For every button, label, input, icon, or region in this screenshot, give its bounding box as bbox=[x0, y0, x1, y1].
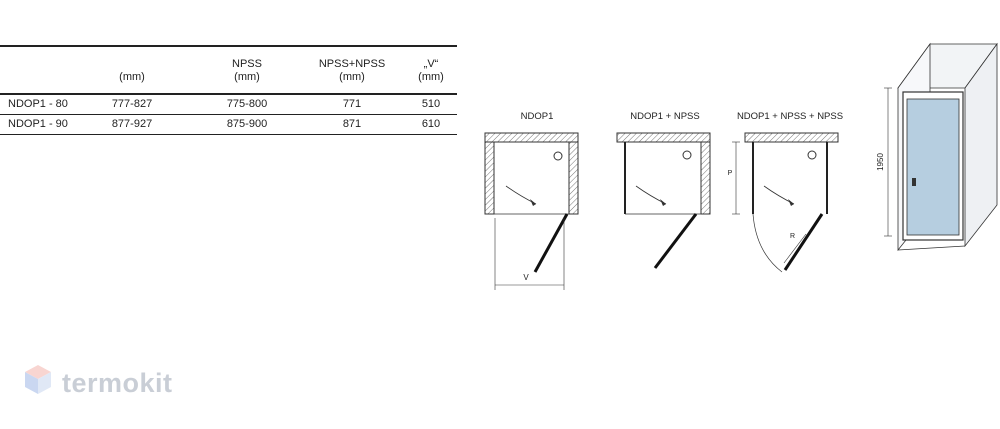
header-col-2-line1: NPSS bbox=[232, 58, 262, 70]
header-col-2: NPSS (mm) bbox=[222, 58, 272, 84]
table-row-rule bbox=[0, 114, 457, 115]
row-1-col-1: 777-827 bbox=[111, 98, 153, 110]
diagram-2-title: NDOP1 + NPSS bbox=[630, 111, 700, 122]
diagram-2-right-wall bbox=[700, 141, 711, 215]
diagram-3-drain-icon bbox=[807, 150, 817, 160]
header-col-4-line2: (mm) bbox=[418, 71, 444, 83]
diagram-1-door bbox=[533, 213, 569, 273]
header-col-4: „V“ (mm) bbox=[411, 58, 451, 84]
diagram-1-arrowhead bbox=[530, 199, 536, 206]
diagram-1-drain-icon bbox=[553, 151, 563, 161]
table-top-rule bbox=[0, 45, 457, 47]
header-col-1: (mm) bbox=[119, 71, 145, 83]
header-col-3-line2: (mm) bbox=[339, 71, 365, 83]
row-2-model: NDOP1 - 90 bbox=[8, 118, 68, 130]
diagram-3-dim-label: R bbox=[790, 233, 795, 240]
diagram-4-floor-edge bbox=[897, 245, 966, 251]
diagram-2-arrowhead bbox=[660, 199, 666, 206]
row-2-col-3: 871 bbox=[342, 118, 362, 130]
logo-cube-icon bbox=[25, 365, 51, 394]
diagram-2-plan: P bbox=[616, 132, 740, 269]
diagram-4-dim-label: 1950 bbox=[876, 153, 885, 171]
header-col-3-line1: NPSS+NPSS bbox=[318, 58, 386, 70]
row-1-col-2: 775-800 bbox=[226, 98, 268, 110]
row-2-col-4: 610 bbox=[421, 118, 441, 130]
header-col-3: NPSS+NPSS (mm) bbox=[312, 58, 392, 84]
diagram-3-plan: R bbox=[744, 132, 839, 273]
diagram-2-drain-icon bbox=[682, 150, 692, 160]
row-2-col-2: 875-900 bbox=[226, 118, 268, 130]
diagram-3-door bbox=[783, 213, 824, 271]
diagram-1-left-wall bbox=[484, 141, 495, 215]
diagram-2-door bbox=[653, 213, 698, 269]
diagram-3-radius-line bbox=[783, 233, 807, 264]
diagram-1-back-wall bbox=[484, 132, 579, 143]
diagram-4-right-wall bbox=[964, 42, 998, 248]
diagram-3-swing-arc bbox=[752, 213, 783, 273]
diagram-1-right-wall bbox=[568, 141, 579, 215]
diagram-3-arrowhead bbox=[788, 199, 794, 206]
diagram-1-dim-label: V bbox=[523, 273, 529, 282]
row-1-col-4: 510 bbox=[421, 98, 441, 110]
row-2-col-1: 877-927 bbox=[111, 118, 153, 130]
diagram-4-glass-panel bbox=[906, 98, 960, 236]
diagram-1-title: NDOP1 bbox=[520, 111, 554, 122]
diagram-4-handle-icon bbox=[912, 178, 916, 186]
diagram-3-title: NDOP1 + NPSS + NPSS bbox=[736, 111, 844, 122]
logo-text: termokit bbox=[62, 368, 173, 398]
diagram-3-back-wall bbox=[744, 132, 839, 143]
row-1-col-3: 771 bbox=[342, 98, 362, 110]
diagram-4-3d: 1950 bbox=[876, 42, 998, 252]
table-header-rule bbox=[0, 93, 457, 95]
diagram-1-plan: V bbox=[484, 132, 579, 290]
table-bottom-rule bbox=[0, 134, 457, 135]
diagram-2-dim-label: P bbox=[728, 170, 733, 177]
row-1-model: NDOP1 - 80 bbox=[8, 98, 68, 110]
header-col-4-line1: „V“ bbox=[423, 58, 439, 70]
diagram-2-back-wall bbox=[616, 132, 711, 143]
header-col-2-line2: (mm) bbox=[234, 71, 260, 83]
